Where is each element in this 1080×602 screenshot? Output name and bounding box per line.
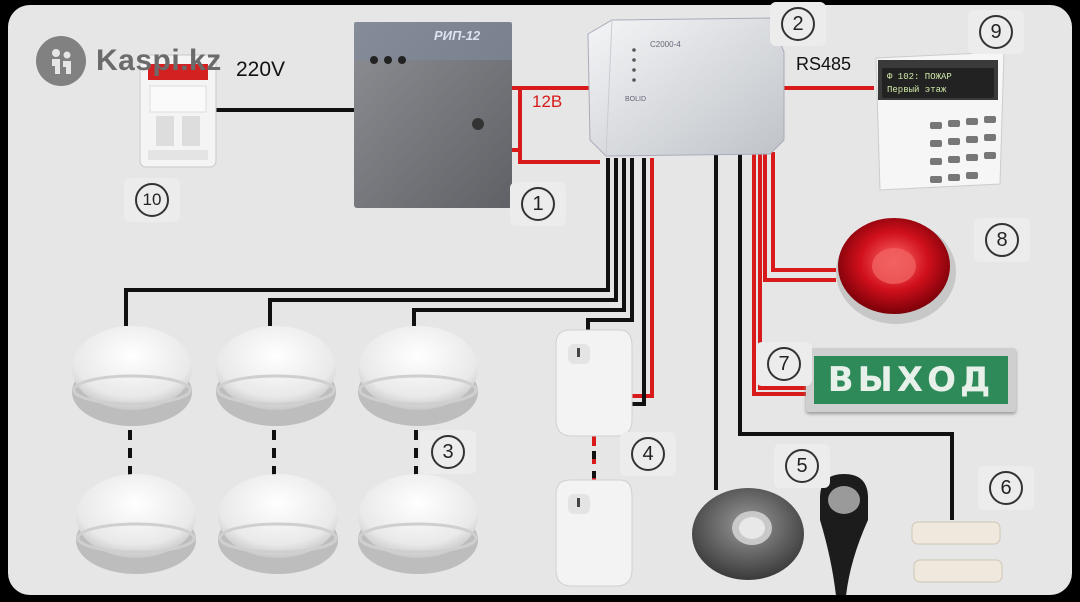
keypad-display: Ф 102: ПОЖАР Первый этаж <box>882 68 994 98</box>
wire-siren-b <box>763 152 836 282</box>
controller-label: С2000-4 <box>650 40 681 49</box>
marker-3: 3 <box>420 430 476 474</box>
power-supply-box <box>354 22 512 208</box>
marker-8-text: 8 <box>985 223 1019 257</box>
wire-motion-signal <box>586 158 634 334</box>
controller-brand: BOLID <box>625 96 647 103</box>
marker-4: 4 <box>620 432 676 476</box>
motion-detector <box>555 479 633 587</box>
marker-1-text: 1 <box>521 187 555 221</box>
wire-detector-a <box>124 158 610 326</box>
marker-4-text: 4 <box>631 437 665 471</box>
motion-detectors <box>555 329 633 587</box>
marker-2: 2 <box>770 2 826 46</box>
marker-5-text: 5 <box>785 449 819 483</box>
wire-siren-a <box>771 152 836 272</box>
smoke-detector <box>358 474 478 574</box>
marker-1: 1 <box>510 182 566 226</box>
smoke-detector <box>358 326 478 426</box>
smoke-detector <box>216 326 336 426</box>
watermark-text: Kaspi.kz <box>96 44 222 77</box>
black-wires <box>124 152 954 520</box>
wire-door-contacts <box>738 152 954 520</box>
wire-exit-a <box>758 152 808 390</box>
diagram-card: ВЫХОД Ф 102: ПОЖАР Первый этаж <box>8 5 1072 595</box>
marker-9-text: 9 <box>979 15 1013 49</box>
marker-8: 8 <box>974 218 1030 262</box>
marker-2-text: 2 <box>781 7 815 41</box>
wire-12v-bottom <box>512 148 600 164</box>
circuit-breaker <box>139 54 217 168</box>
marker-3-text: 3 <box>431 435 465 469</box>
wire-motion-power <box>632 158 654 398</box>
marker-7: 7 <box>756 342 812 386</box>
smoke-detector <box>72 326 192 426</box>
wire-detector-c <box>412 158 626 326</box>
keypad-display-line1: Ф 102: ПОЖАР <box>887 72 952 82</box>
exit-sign-text: ВЫХОД <box>827 360 995 400</box>
marker-10: 10 <box>124 178 180 222</box>
marker-9: 9 <box>968 10 1024 54</box>
smoke-detector <box>218 474 338 574</box>
exit-sign: ВЫХОД <box>806 348 1016 412</box>
marker-7-text: 7 <box>767 347 801 381</box>
smoke-detector <box>76 474 196 574</box>
smoke-detectors <box>72 326 478 574</box>
marker-5: 5 <box>774 444 830 488</box>
voltage-220-label: 220V <box>236 58 286 81</box>
voltage-12-label: 12В <box>532 92 563 111</box>
wire-motion-signal-b <box>632 158 646 406</box>
kaspi-logo-icon <box>36 36 86 86</box>
marker-6-text: 6 <box>989 471 1023 505</box>
door-contacts <box>911 521 1003 583</box>
watermark: Kaspi.kz <box>36 36 222 86</box>
key-fob <box>820 474 868 595</box>
keypad-display-line2: Первый этаж <box>887 85 947 95</box>
rs485-label: RS485 <box>796 54 852 74</box>
exit-sign-panel: ВЫХОД <box>814 356 1008 404</box>
marker-10-text: 10 <box>135 183 169 217</box>
siren-device <box>836 218 956 324</box>
wire-exit-b <box>752 152 808 396</box>
motion-detector <box>555 329 633 437</box>
marker-6: 6 <box>978 466 1034 510</box>
key-reader <box>692 488 804 580</box>
power-supply-label: РИП-12 <box>434 28 481 43</box>
wire-detector-b <box>268 158 618 326</box>
controller-box <box>587 17 785 157</box>
wiring-svg <box>72 17 1005 595</box>
